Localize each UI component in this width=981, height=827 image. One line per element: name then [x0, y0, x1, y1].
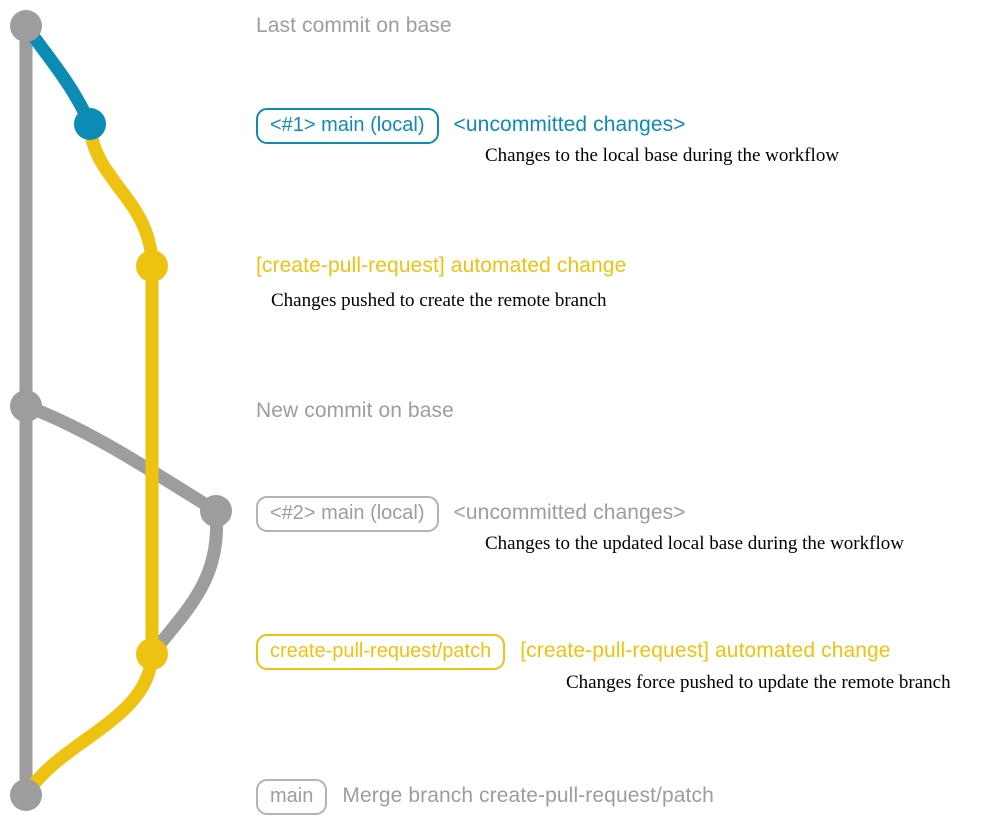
- branch-badge-main[interactable]: main: [256, 779, 328, 815]
- commit-title-last-commit: Last commit on base: [256, 14, 452, 37]
- row-local-main-1: <#1> main (local) <uncommitted changes>: [256, 108, 686, 144]
- row-remote-patch-2: create-pull-request/patch [create-pull-r…: [256, 634, 891, 670]
- commit-description-local-main-2: Changes to the updated local base during…: [485, 533, 904, 554]
- commit-description-local-main-1: Changes to the local base during the wor…: [485, 145, 840, 166]
- branch-badge-local-main-2[interactable]: <#2> main (local): [256, 496, 439, 532]
- node-base-new-commit[interactable]: [10, 390, 42, 422]
- commit-subject-local-main-2: <uncommitted changes>: [453, 501, 686, 524]
- commit-subject-remote-patch-2: [create-pull-request] automated change: [520, 639, 891, 662]
- edge-patch2-to-merge: [19, 647, 159, 802]
- commit-description-remote-patch-1: Changes pushed to create the remote bran…: [271, 290, 607, 311]
- commit-nodes: [10, 10, 232, 811]
- row-last-commit: Last commit on base: [256, 13, 452, 39]
- row-local-main-2: <#2> main (local) <uncommitted changes>: [256, 496, 686, 532]
- node-local-main-1[interactable]: [74, 108, 106, 140]
- node-remote-patch-2[interactable]: [136, 638, 168, 670]
- node-base-merge[interactable]: [10, 779, 42, 811]
- commit-subject-local-main-1: <uncommitted changes>: [453, 113, 686, 136]
- row-remote-patch-1: [create-pull-request] automated change: [256, 253, 626, 279]
- edge-local1-to-patch1: [83, 117, 159, 273]
- node-remote-patch-1[interactable]: [136, 250, 168, 282]
- branch-badge-create-pull-request-patch[interactable]: create-pull-request/patch: [256, 634, 506, 670]
- commit-title-remote-patch-1: [create-pull-request] automated change: [256, 254, 627, 277]
- commit-subject-merge: Merge branch create-pull-request/patch: [342, 784, 714, 807]
- branch-badge-local-main-1[interactable]: <#1> main (local): [256, 108, 439, 144]
- commit-title-new-commit: New commit on base: [256, 399, 454, 422]
- edge-base-to-local2: [19, 399, 223, 518]
- node-base-last-commit[interactable]: [10, 10, 42, 42]
- row-merge: main Merge branch create-pull-request/pa…: [256, 779, 714, 815]
- row-new-commit: New commit on base: [256, 398, 454, 424]
- edge-local2-to-patch2: [145, 504, 224, 661]
- node-local-main-2[interactable]: [200, 495, 232, 527]
- commit-description-remote-patch-2: Changes force pushed to update the remot…: [566, 672, 951, 693]
